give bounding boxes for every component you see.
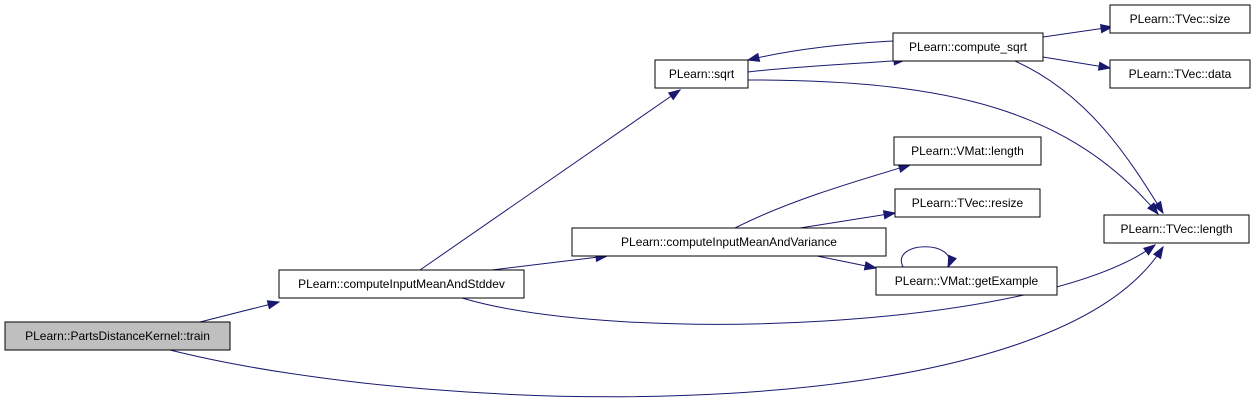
- arrowhead-icon: [863, 261, 878, 271]
- node-box: [571, 227, 887, 257]
- edge-variance-to-vmat_getexample: [816, 255, 878, 271]
- edge-compute_sqrt-to-tvec_length: [1014, 60, 1164, 215]
- arrowhead-icon: [1152, 245, 1164, 260]
- arrowhead-icon: [1146, 202, 1159, 216]
- edge-line: [1042, 26, 1113, 38]
- node-box: [1103, 214, 1250, 244]
- node-box: [1109, 59, 1251, 89]
- node-stddev[interactable]: PLearn::computeInputMeanAndStddev: [278, 269, 525, 299]
- edge-vmat_getexample-to-vmat_getexample: [900, 246, 957, 269]
- node-box: [278, 269, 525, 299]
- node-box: [654, 59, 749, 89]
- edge-line: [1014, 60, 1164, 214]
- edge-line: [734, 164, 911, 229]
- arrowhead-icon: [1099, 23, 1114, 34]
- edge-compute_sqrt-to-sqrt: [746, 40, 894, 62]
- edge-compute_sqrt-to-tvec_size: [1042, 23, 1114, 38]
- edge-line: [747, 59, 906, 73]
- node-box: [894, 188, 1041, 218]
- edge-stddev-to-sqrt: [419, 89, 682, 271]
- nodes-layer: PLearn::PartsDistanceKernel::train PLearn…: [4, 4, 1251, 351]
- arrowhead-icon: [266, 300, 281, 310]
- node-box: [875, 266, 1058, 296]
- edge-variance-to-vmat_length: [734, 163, 912, 229]
- arrowhead-icon: [947, 254, 957, 269]
- edge-train-to-tvec_length: [169, 245, 1164, 398]
- arrowhead-icon: [667, 89, 682, 101]
- edge-variance-to-tvec_resize: [799, 210, 897, 229]
- edge-line: [799, 212, 896, 229]
- node-variance[interactable]: PLearn::computeInputMeanAndVariance: [571, 227, 887, 257]
- node-vmat_getexample[interactable]: PLearn::VMat::getExample: [875, 266, 1058, 296]
- arrowhead-icon: [1097, 61, 1112, 71]
- arrowhead-icon: [1152, 200, 1164, 215]
- edge-line: [900, 246, 950, 268]
- node-tvec_data[interactable]: PLearn::TVec::data: [1109, 59, 1251, 89]
- arrowhead-icon: [746, 52, 761, 62]
- node-label: PLearn::sqrt: [669, 67, 735, 81]
- node-label: PLearn::TVec::length: [1120, 222, 1232, 236]
- node-tvec_resize[interactable]: PLearn::TVec::resize: [894, 188, 1041, 218]
- node-label: PLearn::VMat::length: [911, 144, 1024, 158]
- node-box: [1109, 4, 1251, 34]
- edge-stddev-to-tvec_length: [461, 244, 1157, 325]
- node-sqrt[interactable]: PLearn::sqrt: [654, 59, 749, 89]
- edge-sqrt-to-compute_sqrt: [747, 56, 907, 73]
- arrowhead-icon: [882, 210, 897, 220]
- edge-sqrt-to-tvec_length: [747, 79, 1159, 216]
- node-label: PLearn::VMat::getExample: [895, 274, 1039, 288]
- edge-line: [199, 301, 280, 323]
- node-label: PLearn::computeInputMeanAndVariance: [621, 235, 837, 249]
- edge-compute_sqrt-to-tvec_data: [1042, 56, 1112, 71]
- edge-line: [419, 89, 681, 271]
- edge-line: [169, 246, 1164, 398]
- node-box: [892, 32, 1044, 62]
- node-box: [893, 136, 1042, 166]
- edge-line: [747, 40, 894, 61]
- node-compute_sqrt[interactable]: PLearn::compute_sqrt: [892, 32, 1044, 62]
- node-label: PLearn::PartsDistanceKernel::train: [25, 329, 210, 343]
- arrowhead-icon: [1142, 244, 1157, 256]
- node-label: PLearn::computeInputMeanAndStddev: [298, 277, 505, 291]
- node-label: PLearn::TVec::data: [1129, 67, 1232, 81]
- node-box: [4, 321, 231, 351]
- node-vmat_length[interactable]: PLearn::VMat::length: [893, 136, 1042, 166]
- edge-line: [747, 79, 1159, 215]
- edge-line: [461, 244, 1156, 325]
- edge-train-to-stddev: [199, 300, 281, 323]
- node-tvec_length[interactable]: PLearn::TVec::length: [1103, 214, 1250, 244]
- edge-line: [491, 255, 608, 271]
- node-train[interactable]: PLearn::PartsDistanceKernel::train: [4, 321, 231, 351]
- node-label: PLearn::TVec::size: [1130, 12, 1231, 26]
- node-label: PLearn::TVec::resize: [912, 196, 1024, 210]
- node-label: PLearn::compute_sqrt: [909, 40, 1028, 54]
- node-tvec_size[interactable]: PLearn::TVec::size: [1109, 4, 1251, 34]
